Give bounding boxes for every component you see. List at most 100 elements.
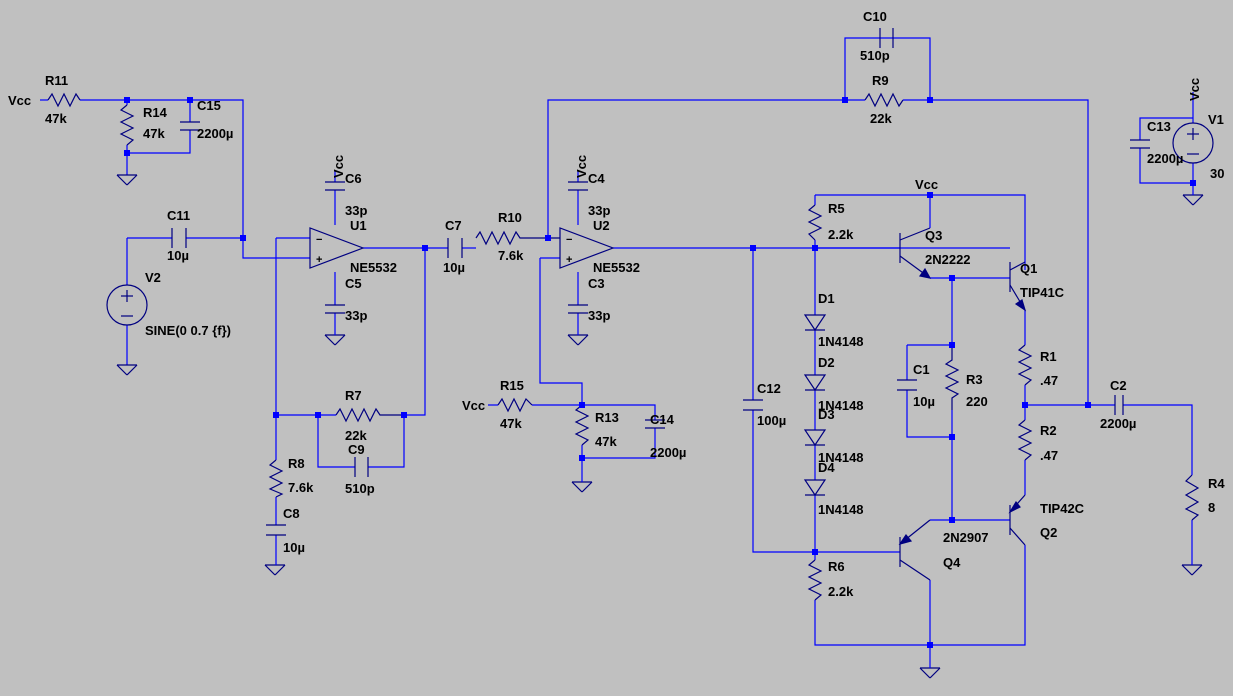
capacitor-c8[interactable] [266, 524, 286, 536]
label-d2: D2 [818, 355, 835, 370]
label-r3: R3 [966, 372, 983, 387]
label-vcc-u2: Vcc [574, 155, 589, 178]
label-r3-value: 220 [966, 394, 988, 409]
label-r9-value: 22k [870, 111, 892, 126]
label-r8: R8 [288, 456, 305, 471]
resistor-r5[interactable] [807, 204, 823, 241]
resistor-r15[interactable] [497, 397, 533, 413]
label-c6-value: 33p [345, 203, 367, 218]
label-c3: C3 [588, 276, 605, 291]
label-c7: C7 [445, 218, 462, 233]
capacitor-c3[interactable] [568, 304, 588, 314]
resistor-r10[interactable] [475, 230, 560, 246]
capacitor-c5[interactable] [325, 304, 345, 314]
resistor-r3[interactable] [944, 345, 960, 410]
capacitor-c11[interactable] [171, 228, 187, 248]
label-u1: U1 [350, 218, 367, 233]
label-c15-value: 2200µ [197, 126, 233, 141]
label-vcc-1: Vcc [8, 93, 31, 108]
label-c10-value: 510p [860, 48, 890, 63]
label-r6: R6 [828, 559, 845, 574]
capacitor-c6[interactable] [325, 181, 345, 191]
resistor-r2[interactable] [1017, 419, 1033, 461]
resistor-r1[interactable] [1017, 344, 1033, 386]
label-r9: R9 [872, 73, 889, 88]
transistor-q3[interactable] [899, 227, 932, 279]
label-r11: R11 [45, 73, 68, 88]
label-c9: C9 [348, 442, 365, 457]
label-c11-value: 10µ [167, 248, 189, 263]
label-d2-part: 1N4148 [818, 398, 864, 413]
capacitor-c14[interactable] [645, 419, 665, 429]
label-c11: C11 [167, 208, 190, 223]
diode-d2[interactable] [803, 374, 827, 392]
label-r2-value: .47 [1040, 448, 1058, 463]
label-c12-value: 100µ [757, 413, 786, 428]
opamp-u2[interactable]: −+ [559, 227, 615, 269]
label-vcc-out: Vcc [915, 177, 938, 192]
label-c3-value: 33p [588, 308, 610, 323]
label-r4: R4 [1208, 476, 1225, 491]
label-d1-part: 1N4148 [818, 334, 864, 349]
diode-d4[interactable] [803, 479, 827, 497]
label-r13-value: 47k [595, 434, 617, 449]
label-r5: R5 [828, 201, 845, 216]
label-c8-value: 10µ [283, 540, 305, 555]
label-r13: R13 [595, 410, 619, 425]
label-r8-value: 7.6k [288, 480, 314, 495]
label-u2: U2 [593, 218, 610, 233]
source-v2[interactable] [106, 284, 148, 326]
label-c13-value: 2200µ [1147, 151, 1183, 166]
label-vcc-v1: Vcc [1187, 78, 1202, 101]
capacitor-c2[interactable] [1114, 395, 1124, 415]
label-c4-value: 33p [588, 203, 610, 218]
resistor-r6[interactable] [807, 559, 823, 601]
resistor-r8[interactable] [268, 459, 284, 498]
label-v1-value: 30 [1210, 166, 1224, 181]
label-q3: Q3 [925, 228, 942, 243]
label-d4: D4 [818, 460, 835, 475]
svg-text:+: + [566, 254, 572, 266]
source-v1[interactable] [1172, 122, 1214, 164]
diode-d3[interactable] [803, 429, 827, 447]
label-c14-value: 2200µ [650, 445, 686, 460]
label-q2: Q2 [1040, 525, 1057, 540]
label-d3: D3 [818, 407, 835, 422]
resistor-r7[interactable] [335, 407, 404, 423]
capacitor-c15[interactable] [180, 121, 200, 131]
label-q3-part: 2N2222 [925, 252, 971, 267]
label-c12: C12 [757, 381, 781, 396]
label-c2: C2 [1110, 378, 1127, 393]
opamp-u1[interactable]: −+ [309, 227, 365, 269]
label-c1-value: 10µ [913, 394, 935, 409]
resistor-r14[interactable] [119, 104, 135, 146]
label-c5-value: 33p [345, 308, 367, 323]
label-c2-value: 2200µ [1100, 416, 1136, 431]
label-d1: D1 [818, 291, 835, 306]
transistor-q4[interactable] [898, 519, 931, 581]
label-r1-value: .47 [1040, 373, 1058, 388]
label-c5: C5 [345, 276, 362, 291]
label-q4-part: 2N2907 [943, 530, 989, 545]
transistor-q2[interactable] [1008, 494, 1026, 546]
wires-supply [1139, 92, 1194, 195]
label-v2-value: SINE(0 0.7 {f}) [145, 323, 231, 338]
capacitor-c10[interactable] [879, 28, 894, 48]
wires-output [752, 194, 1193, 668]
svg-text:+: + [316, 254, 322, 266]
label-r5-value: 2.2k [828, 227, 854, 242]
capacitor-c9[interactable] [354, 457, 369, 477]
diode-d1[interactable] [803, 314, 827, 332]
capacitor-c7[interactable] [447, 238, 463, 258]
capacitor-c4[interactable] [568, 181, 588, 191]
labels: Vcc R11 47k R14 47k C15 2200µ C11 10µ V2… [8, 9, 1225, 599]
resistor-r4[interactable] [1184, 474, 1200, 521]
resistor-r9[interactable] [845, 92, 930, 108]
transistor-q1[interactable] [1009, 261, 1027, 312]
capacitor-c12[interactable] [743, 399, 763, 411]
capacitor-c13[interactable] [1130, 139, 1150, 149]
resistor-r13[interactable] [574, 404, 590, 446]
resistor-r11[interactable] [47, 92, 81, 108]
capacitor-c1[interactable] [897, 379, 917, 391]
